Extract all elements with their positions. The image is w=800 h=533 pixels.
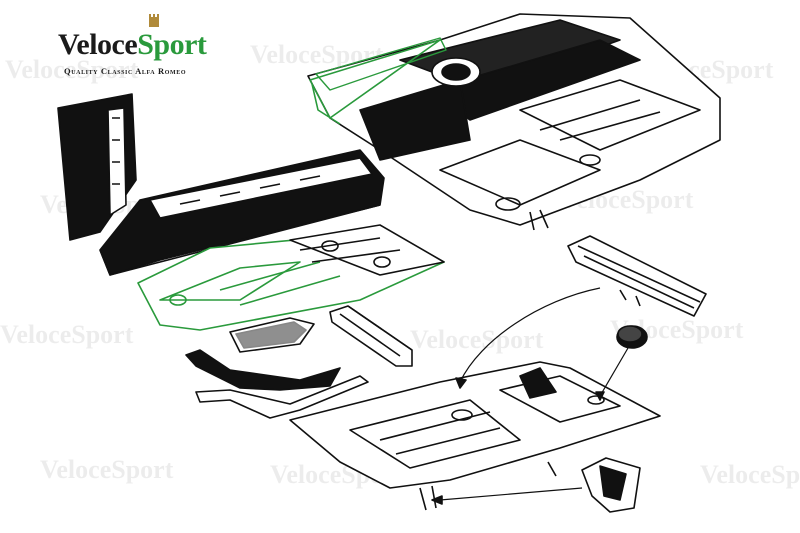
castle-tower-icon — [149, 14, 159, 27]
watermark: VeloceSport — [5, 55, 138, 85]
brand-name-part1: Veloce — [58, 28, 138, 61]
watermark: VeloceSport — [0, 320, 133, 350]
brand-name: VeloceSport — [58, 28, 207, 62]
channel-member[interactable] — [329, 305, 413, 367]
brand-name-part2: Sport — [137, 28, 207, 61]
brand-logo[interactable]: VeloceSport Quality Classic Alfa Romeo — [58, 14, 248, 84]
watermark: VeloceSport — [700, 460, 800, 490]
leader-arrows — [431, 287, 629, 505]
watermark-text: VeloceSport — [40, 455, 174, 484]
watermark-text: VeloceSport — [5, 55, 139, 84]
floor-pad[interactable] — [229, 317, 315, 353]
complete-floor-assembly[interactable] — [307, 13, 721, 231]
curved-crossmember[interactable] — [185, 349, 369, 419]
side-rail[interactable] — [567, 235, 707, 317]
rubber-plug[interactable] — [616, 325, 648, 349]
watermark-text: VeloceSport — [410, 325, 544, 354]
floor-pan-section[interactable] — [289, 361, 661, 511]
brand-tagline: Quality Classic Alfa Romeo — [64, 66, 187, 76]
watermark-text: VeloceSport — [700, 460, 800, 489]
sill-rocker-panel[interactable] — [57, 93, 385, 276]
watermark: VeloceSport — [40, 455, 173, 485]
watermark-text: VeloceSport — [0, 320, 134, 349]
mount-bracket[interactable] — [581, 457, 641, 513]
watermark: VeloceSport — [410, 325, 543, 355]
left-floor-section[interactable] — [137, 224, 445, 331]
